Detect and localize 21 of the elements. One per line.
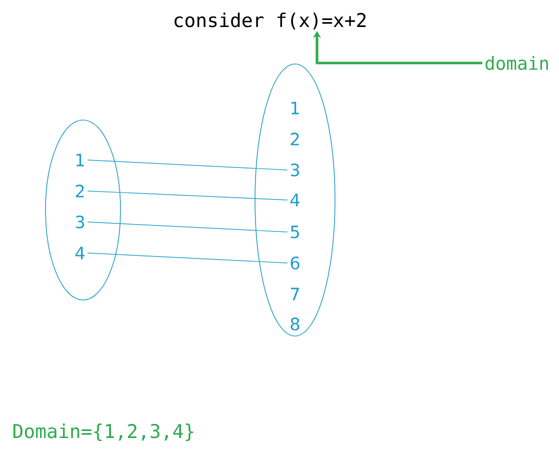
number: 5	[290, 226, 299, 238]
set-ellipse	[45, 120, 121, 300]
number: 8	[290, 318, 300, 330]
connector-line	[87, 252, 288, 264]
number: 4	[75, 246, 84, 260]
number: 1	[291, 102, 299, 114]
number: 2	[290, 132, 299, 146]
domain-set: Domain={1,2,3,4}	[13, 424, 194, 442]
connector-line	[87, 160, 288, 170]
connector-line	[87, 190, 288, 200]
domain-label: domain	[486, 56, 548, 70]
number: 1	[76, 154, 84, 166]
title: consider f(x)=x+2	[174, 12, 366, 30]
set-ellipse	[254, 64, 336, 336]
number: 7	[291, 288, 299, 300]
connector-line	[87, 222, 288, 232]
number: 2	[76, 184, 84, 198]
number: 6	[290, 256, 300, 270]
number: 3	[290, 164, 300, 176]
number: 3	[76, 216, 84, 228]
number: 4	[290, 194, 300, 206]
